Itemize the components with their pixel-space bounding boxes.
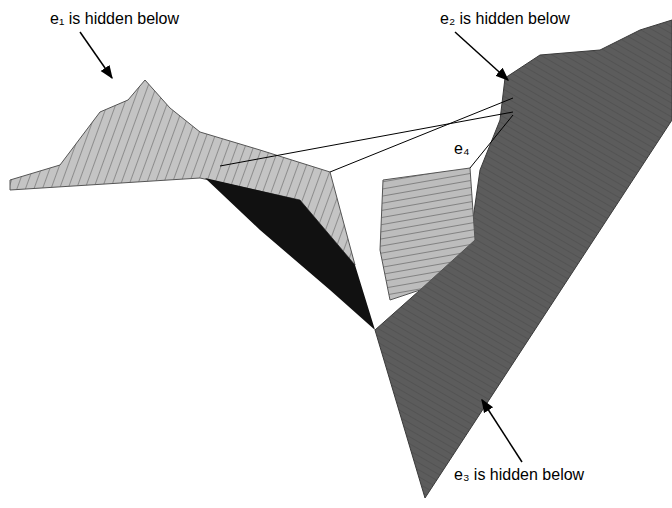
edge-lines [220,98,513,172]
callout-label: e₃ is hidden below [452,466,586,484]
right-surface [375,20,672,498]
callout-label: e₁ is hidden below [48,10,181,28]
middle-surface [380,168,475,300]
callout-label: e₂ is hidden below [438,10,572,28]
callout-label: e₄ [452,140,471,158]
dark-wedge [205,178,375,330]
leader-arrows [80,32,522,462]
